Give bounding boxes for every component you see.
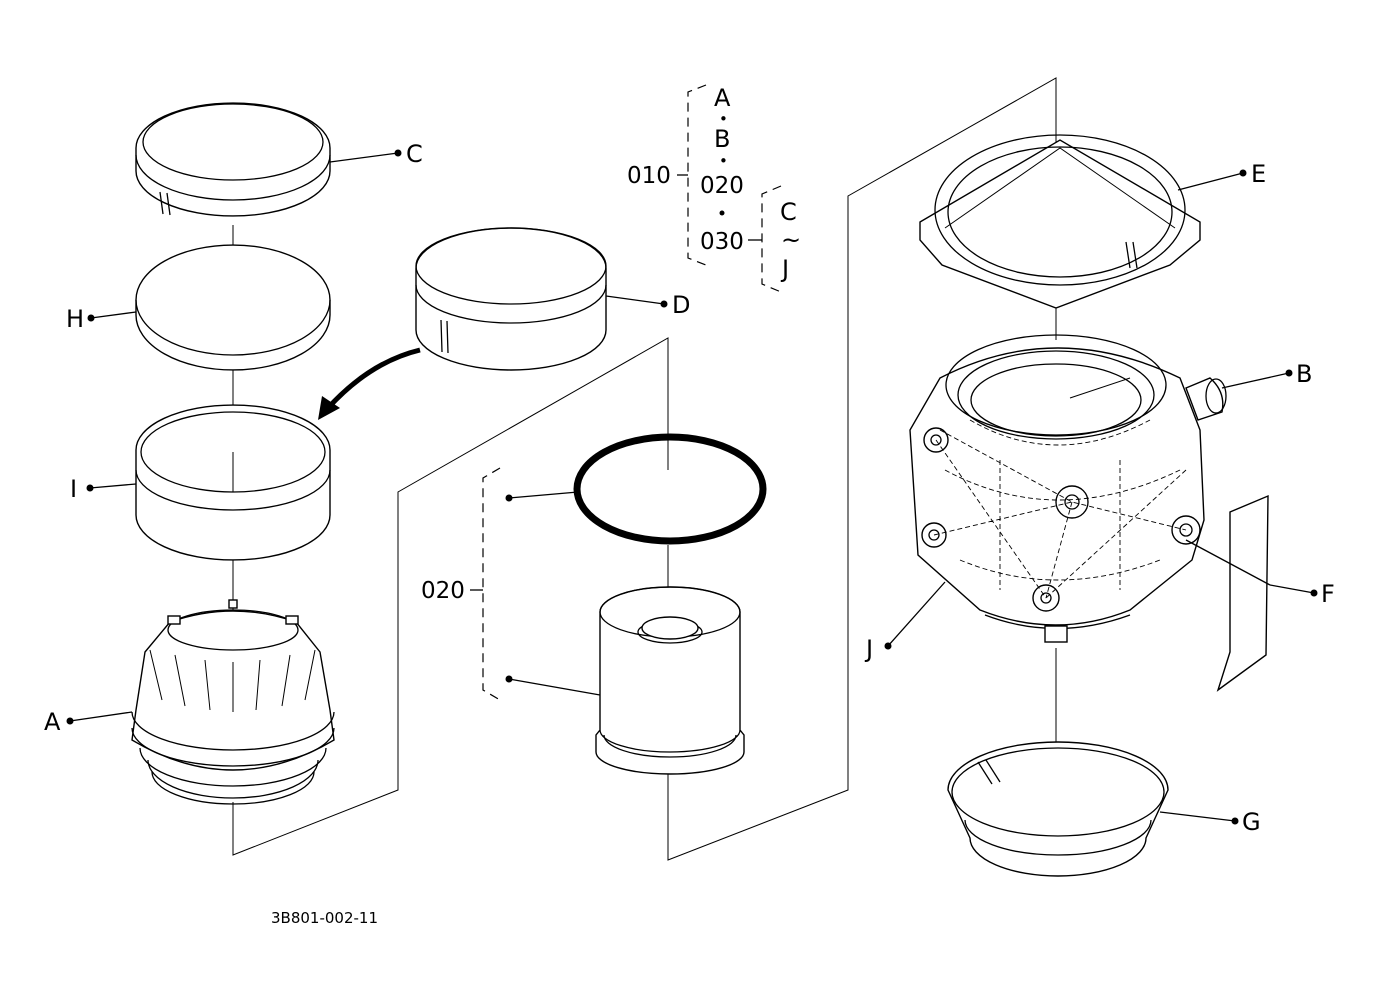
label-a: A	[44, 708, 61, 736]
tree-bullet-2: •	[719, 152, 728, 170]
assembly-line-center	[667, 77, 1057, 861]
part-c-ring	[135, 102, 331, 217]
part-oring	[573, 433, 767, 545]
label-j: J	[864, 635, 873, 663]
part-i-band	[135, 404, 331, 561]
leader-f2	[1269, 584, 1315, 594]
part-a-cap	[131, 599, 335, 805]
tree-bullet-1: •	[719, 110, 728, 128]
leader-e	[1177, 172, 1244, 191]
leader-d	[605, 295, 665, 305]
part-e-flange-ring	[919, 134, 1201, 309]
install-arrow	[326, 347, 421, 410]
part-g-cone-ring	[947, 741, 1169, 877]
part-d-sleeve	[415, 227, 607, 371]
tree-c: C	[780, 198, 797, 226]
tree-a: A	[714, 84, 731, 112]
tree-j: J	[780, 255, 789, 283]
label-e: E	[1251, 160, 1266, 188]
group-020-tree-label: 020	[700, 173, 744, 199]
group-020-center-label: 020	[421, 578, 465, 604]
leader-filter	[508, 678, 601, 696]
label-h: H	[66, 305, 84, 333]
label-g: G	[1242, 808, 1261, 836]
label-f: F	[1321, 580, 1335, 608]
leader-c	[329, 152, 399, 163]
part-f-strip	[1216, 494, 1269, 692]
install-arrowhead	[318, 396, 340, 420]
part-filter-element	[595, 586, 745, 775]
leader-oring	[508, 491, 579, 499]
label-i: I	[70, 475, 77, 503]
drawing-id: 3B801-002-11	[271, 909, 378, 927]
group-030-label: 030	[700, 229, 744, 255]
leader-h	[90, 311, 137, 319]
part-b-housing	[909, 334, 1227, 643]
group-bracket-020	[470, 467, 501, 701]
tree-bullet-3	[719, 210, 725, 216]
tree-tilde: ~	[781, 226, 801, 254]
leader-i	[89, 483, 137, 489]
leader-j	[887, 581, 946, 647]
label-b: B	[1296, 360, 1312, 388]
leader-b	[1221, 372, 1290, 389]
leader-f	[1185, 539, 1271, 586]
part-h-disc	[135, 244, 331, 371]
tree-b: B	[714, 125, 730, 153]
label-c: C	[406, 140, 423, 168]
assembly-line-left	[232, 337, 669, 856]
leader-dots	[66, 149, 1318, 825]
group-bracket-030	[748, 185, 782, 293]
label-d: D	[672, 291, 690, 319]
group-bracket-010	[677, 84, 707, 266]
leader-g	[1159, 811, 1236, 822]
leader-a	[69, 711, 133, 722]
group-010-label: 010	[627, 163, 671, 189]
